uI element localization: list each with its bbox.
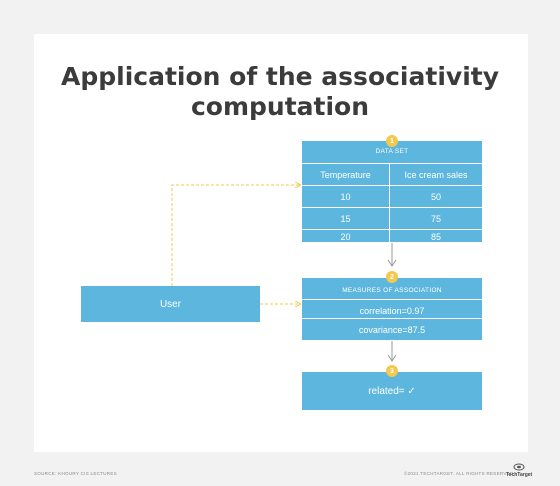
step-badge-3: 3 (386, 365, 398, 377)
techtarget-logo-icon (513, 463, 525, 471)
measures-label: MEASURES OF ASSOCIATION (342, 287, 442, 294)
copyright-notice: ©2021 TECHTARGET. ALL RIGHTS RESERVED. (404, 471, 516, 476)
data-set-label: DATA SET (375, 148, 409, 155)
dataset-to-measures-arrowhead (387, 259, 397, 267)
table-cell: 10 (302, 186, 390, 207)
table-cell: 75 (430, 213, 441, 224)
measure-covariance: covariance=87.5 (302, 318, 482, 340)
step-badge-2: 2 (386, 271, 398, 283)
header-temperature: Temperature (302, 164, 390, 185)
result-box: related= ✓ (302, 372, 482, 410)
measure-correlation: correlation=0.97 (302, 299, 482, 321)
source-credit: SOURCE: KHOURY CIS LECTURES (34, 471, 117, 476)
diagram-title: Application of the associativity computa… (0, 62, 560, 122)
table-cell: 85 (430, 231, 441, 242)
table-cell: 20 (302, 230, 390, 243)
user-box: User (81, 286, 260, 322)
table-row: 20 85 (302, 229, 482, 243)
title-line-2: computation (190, 92, 370, 121)
table-row: 10 50 (302, 185, 482, 207)
table-cell: 15 (302, 208, 390, 229)
data-set-header-row: Temperature Ice cream sales (302, 163, 482, 185)
user-to-dataset-connector (171, 185, 300, 286)
title-line-1: Application of the associativity (60, 62, 500, 91)
header-ice-cream-sales: Ice cream sales (404, 169, 468, 180)
table-cell: 50 (430, 191, 441, 202)
step-badge-1: 1 (386, 135, 398, 147)
techtarget-wordmark: TechTarget (506, 472, 533, 478)
table-row: 15 75 (302, 207, 482, 229)
measures-to-result-arrowhead (387, 354, 397, 362)
techtarget-logo: TechTarget (506, 462, 533, 480)
